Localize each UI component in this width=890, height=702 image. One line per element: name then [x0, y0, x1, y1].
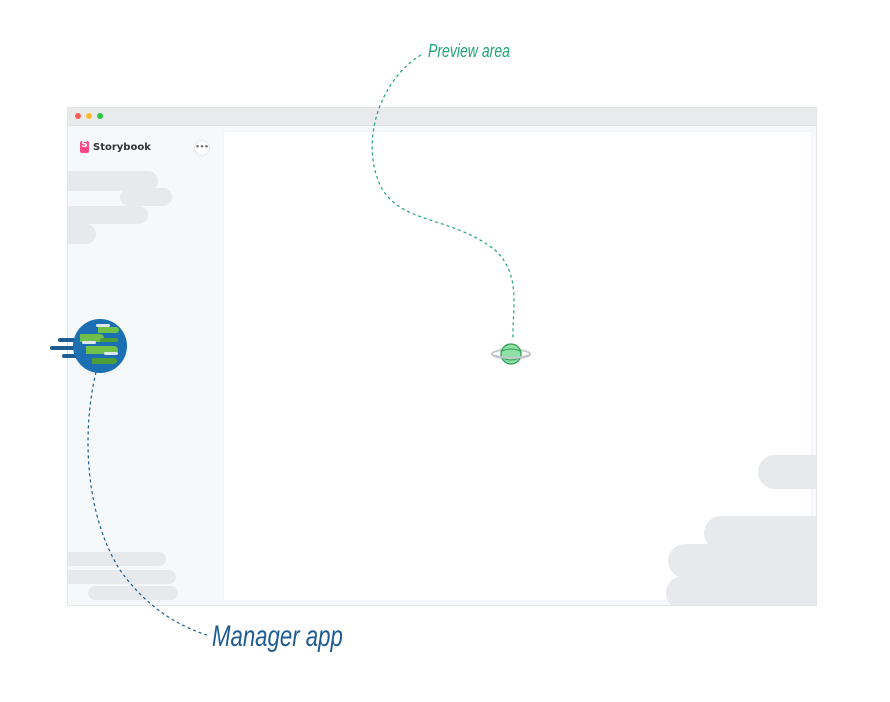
cloud-decoration: [88, 586, 178, 600]
earth-icon: [50, 319, 127, 373]
close-window-button[interactable]: [75, 113, 81, 119]
manager-connector-line: [87, 371, 208, 636]
cloud-decoration: [666, 576, 816, 605]
storybook-window: Storybook •••: [67, 107, 817, 606]
ellipsis-icon: •••: [195, 143, 209, 151]
storybook-brand[interactable]: Storybook: [80, 140, 151, 154]
sidebar: Storybook •••: [68, 126, 222, 605]
preview-connector-line: [371, 54, 515, 341]
sidebar-menu-button[interactable]: •••: [194, 140, 210, 156]
cloud-decoration: [758, 455, 816, 489]
cloud-decoration: [68, 570, 176, 584]
cloud-decoration: [68, 206, 148, 224]
cloud-decoration: [68, 171, 158, 191]
planet-icon: [491, 343, 531, 365]
cloud-decoration: [68, 552, 166, 566]
manager-app-callout: Manager app: [212, 620, 343, 653]
cloud-decoration: [68, 224, 96, 244]
cloud-decoration: [668, 544, 816, 578]
cloud-decoration: [120, 188, 172, 206]
minimize-window-button[interactable]: [86, 113, 92, 119]
brand-name: Storybook: [93, 141, 151, 153]
storybook-logo-icon: [80, 140, 89, 153]
window-titlebar: [68, 108, 816, 126]
maximize-window-button[interactable]: [97, 113, 103, 119]
preview-area-callout: Preview area: [428, 41, 510, 61]
